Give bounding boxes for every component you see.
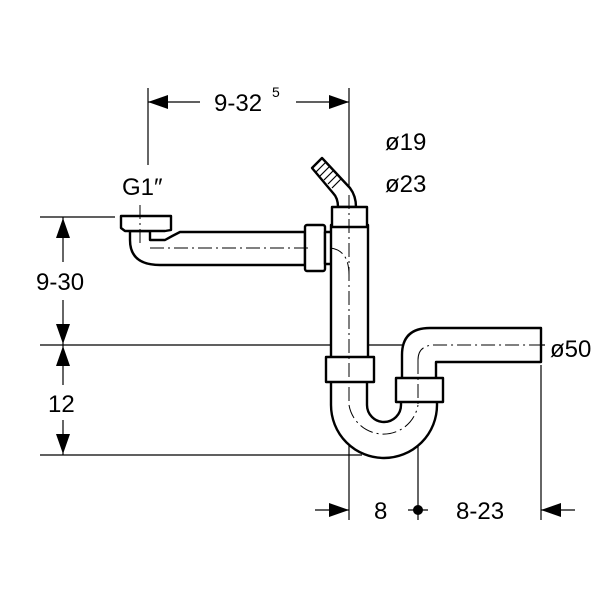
outlet-diameter-label: ø50 [550, 336, 591, 363]
bottom-outlet-range-label: 8-23 [456, 498, 504, 525]
top-width-dimension: 9-32 5 [148, 84, 349, 117]
top-width-superscript: 5 [272, 84, 280, 100]
extension-lines [40, 88, 545, 520]
inlet-thread-label: G1″ [122, 174, 163, 201]
inlet-arm [119, 214, 335, 273]
left-height-label: 9-30 [36, 269, 84, 296]
left-height-dimension: 9-30 [36, 217, 84, 345]
hose-outer-diameter-label: ø19 [385, 129, 426, 156]
inlet-cup [119, 214, 173, 233]
outlet-nut [394, 376, 445, 404]
bottom-offset-label: 8 [374, 498, 387, 525]
outlet-pipe [394, 326, 543, 404]
bottom-dimension: 8 8-23 [315, 498, 575, 525]
top-width-label: 9-32 [214, 90, 262, 117]
center-lines [139, 195, 541, 435]
hose-connection-diameter-label: ø23 [385, 171, 426, 198]
u-bend [324, 355, 439, 460]
u-bend-nut [324, 355, 376, 384]
lower-height-dimension: 12 [48, 345, 75, 455]
lower-height-label: 12 [48, 391, 75, 418]
